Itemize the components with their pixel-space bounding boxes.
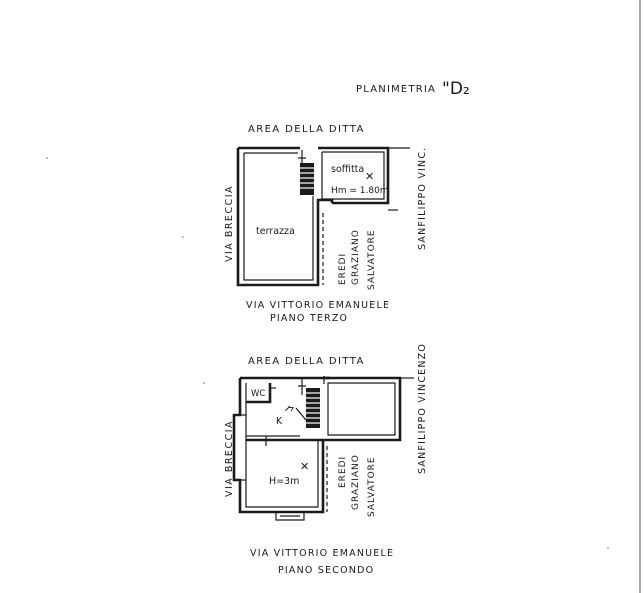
stair-treads-secondo — [306, 392, 320, 424]
eredi-line1-secondo: EREDI — [338, 456, 348, 488]
eredi-line3-secondo: SALVATORE — [367, 456, 377, 517]
attic-scribble: ✕ — [365, 170, 374, 183]
secondo-outer-wall — [232, 378, 325, 514]
via-breccia-label-terzo: VIA BRECCIA — [224, 185, 235, 262]
scan-speck — [607, 547, 609, 549]
area-ditta-label-secondo: AREA DELLA DITTA — [248, 356, 365, 367]
planimetria-mark: "D₂ — [442, 79, 470, 99]
attic-inner-wall — [321, 151, 385, 200]
street-label-terzo: VIA VITTORIO EMANUELE — [246, 300, 390, 311]
kitchen-scribble: ⺈ — [284, 404, 296, 419]
plan-piano-terzo: AREA DELLA DITTA soffitta Hm = 1.80m ✕ t… — [224, 124, 428, 324]
scan-speck — [182, 236, 184, 238]
attic-height: Hm = 1.80m — [331, 186, 389, 196]
room-scribble: ✕ — [300, 460, 309, 473]
room-height: H=3m — [269, 476, 299, 487]
room-terrazza: terrazza — [256, 226, 295, 237]
plan-piano-secondo: AREA DELLA DITTA WC K ⺈ — [224, 343, 428, 576]
room-wc: WC — [251, 389, 265, 399]
room-soffitta: soffitta — [331, 164, 364, 175]
planimetria-title: PLANIMETRIA — [356, 84, 436, 95]
attic-wall — [318, 146, 390, 205]
scan-speck — [203, 382, 205, 384]
floor-label-terzo: PIANO TERZO — [270, 313, 348, 324]
eredi-line3-terzo: SALVATORE — [367, 229, 377, 290]
stair-treads-terzo — [300, 167, 314, 189]
neighbor-block-inner — [327, 382, 396, 436]
scan-speck — [46, 157, 48, 159]
stair-block-terzo — [300, 163, 314, 195]
sanfilippo-label-terzo: SANFILIPPO VINC. — [417, 147, 428, 250]
via-breccia-label-secondo: VIA BRECCIA — [224, 420, 235, 497]
area-ditta-label-terzo: AREA DELLA DITTA — [248, 124, 365, 135]
eredi-line1-terzo: EREDI — [338, 253, 348, 285]
wc-wall — [246, 383, 272, 404]
sanfilippo-label-secondo: SANFILIPPO VINCENZO — [417, 343, 428, 474]
neighbor-block-wall — [323, 376, 402, 442]
secondo-inner-wall — [245, 383, 319, 508]
room-kitchen: K — [276, 416, 283, 427]
eredi-line2-terzo: GRAZIANO — [351, 229, 361, 285]
floor-label-secondo: PIANO SECONDO — [278, 565, 374, 576]
front-door — [275, 512, 305, 521]
terrace-inner-wall — [243, 153, 314, 281]
terrace-outer-wall — [236, 148, 334, 287]
street-label-secondo: VIA VITTORIO EMANUELE — [250, 548, 394, 559]
kitchen-diagonal — [295, 407, 307, 421]
eredi-line2-secondo: GRAZIANO — [351, 454, 361, 510]
